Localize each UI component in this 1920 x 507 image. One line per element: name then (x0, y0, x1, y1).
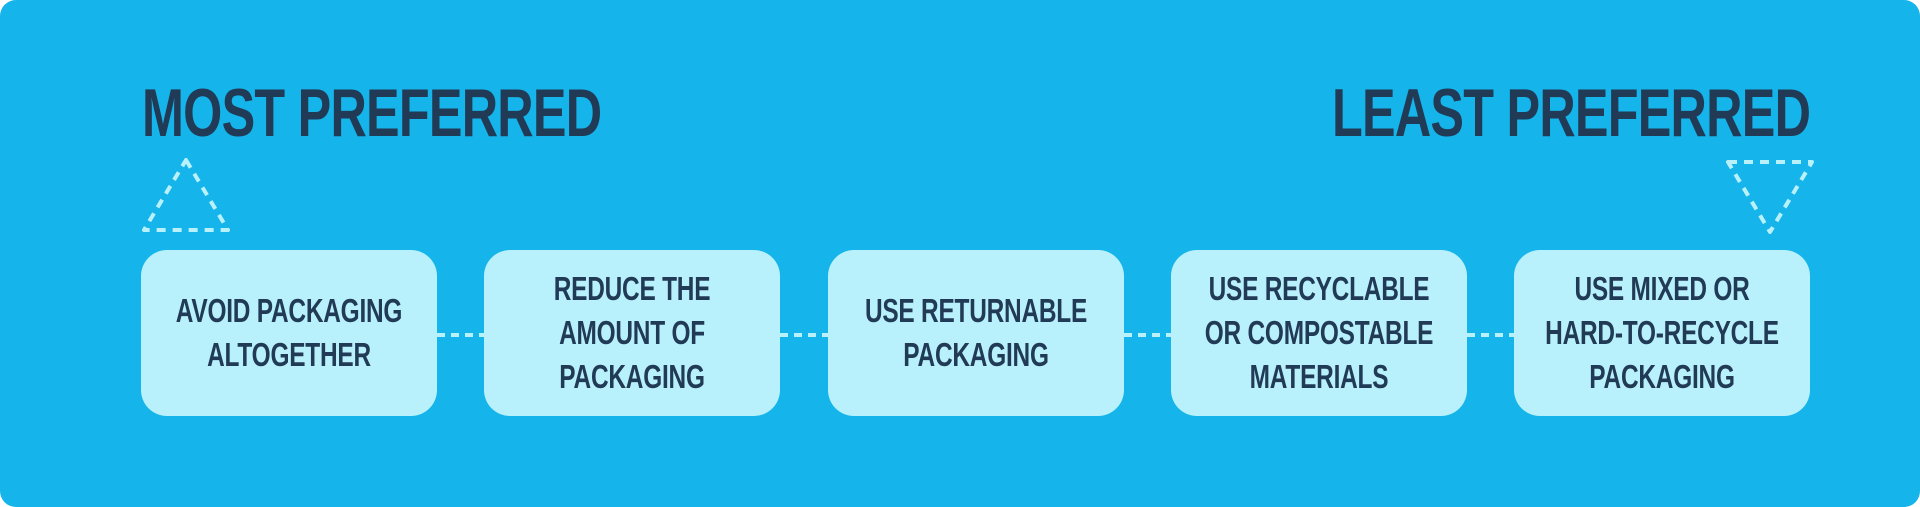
dashed-triangle-up-icon (142, 158, 230, 232)
step-label: REDUCE THE AMOUNT OF PACKAGING (553, 270, 711, 395)
step-box-returnable-packaging: USE RETURNABLE PACKAGING (828, 250, 1124, 416)
dashed-connector (1467, 333, 1515, 337)
step-box-recyclable-materials: USE RECYCLABLE OR COMPOSTABLE MATERIALS (1171, 250, 1467, 416)
step-box-mixed-packaging: USE MIXED OR HARD-TO-RECYCLE PACKAGING (1514, 250, 1810, 416)
step-label: USE MIXED OR HARD-TO-RECYCLE PACKAGING (1545, 270, 1779, 395)
dashed-connector (437, 333, 485, 337)
dashed-triangle-down-icon (1726, 160, 1814, 234)
most-preferred-label: MOST PREFERRED (142, 75, 602, 151)
step-label: USE RETURNABLE PACKAGING (864, 292, 1088, 373)
dashed-connector (1124, 333, 1172, 337)
least-preferred-heading: LEAST PREFERRED (1164, 75, 1811, 151)
step-label: AVOID PACKAGING ALTOGETHER (175, 292, 403, 373)
step-label: USE RECYCLABLE OR COMPOSTABLE MATERIALS (1204, 270, 1434, 395)
dashed-connector (780, 333, 828, 337)
most-preferred-heading: MOST PREFERRED (142, 78, 763, 148)
step-box-reduce-packaging: REDUCE THE AMOUNT OF PACKAGING (484, 250, 780, 416)
least-preferred-label: LEAST PREFERRED (1331, 75, 1811, 151)
step-box-avoid-packaging: AVOID PACKAGING ALTOGETHER (141, 250, 437, 416)
